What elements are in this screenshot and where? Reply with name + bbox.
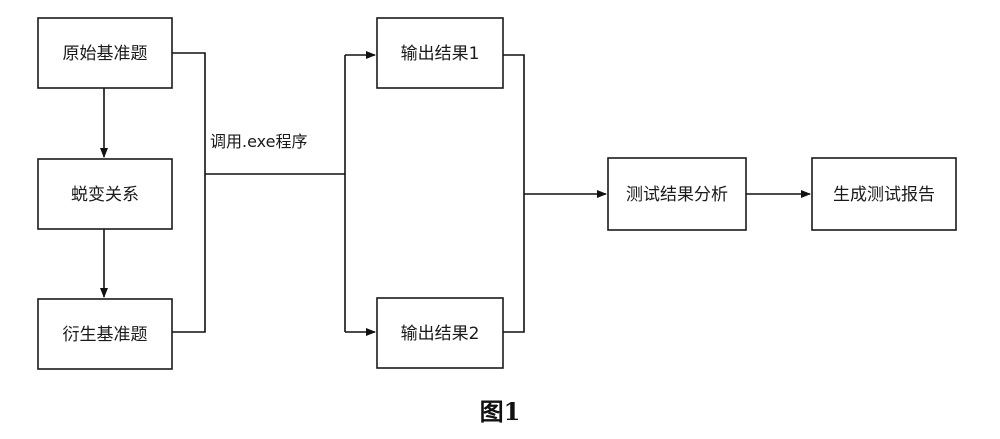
node-label-derived-benchmark: 衍生基准题 [63, 325, 148, 345]
node-label-original-benchmark: 原始基准题 [63, 44, 148, 64]
edge-right-bracket [503, 54, 525, 333]
node-output-result-2: 输出结果2 [376, 297, 504, 369]
node-generate-test-report: 生成测试报告 [811, 157, 957, 231]
node-label-output-result-2: 输出结果2 [401, 324, 480, 344]
node-label-output-result-1: 输出结果1 [401, 44, 480, 64]
node-label-generate-test-report: 生成测试报告 [833, 185, 935, 205]
node-label-test-result-analysis: 测试结果分析 [626, 185, 728, 205]
edge-left-bracket [172, 52, 206, 333]
node-original-benchmark: 原始基准题 [37, 17, 173, 89]
edge-label-call-exe: 调用.exe程序 [210, 132, 307, 151]
node-output-result-1: 输出结果1 [376, 17, 504, 89]
node-derived-benchmark: 衍生基准题 [37, 298, 173, 370]
node-test-result-analysis: 测试结果分析 [607, 157, 747, 231]
edges [100, 51, 811, 336]
figure-caption: 图1 [480, 397, 521, 426]
node-metamorphic-relation: 蜕变关系 [37, 158, 173, 230]
node-label-metamorphic-relation: 蜕变关系 [71, 185, 139, 205]
